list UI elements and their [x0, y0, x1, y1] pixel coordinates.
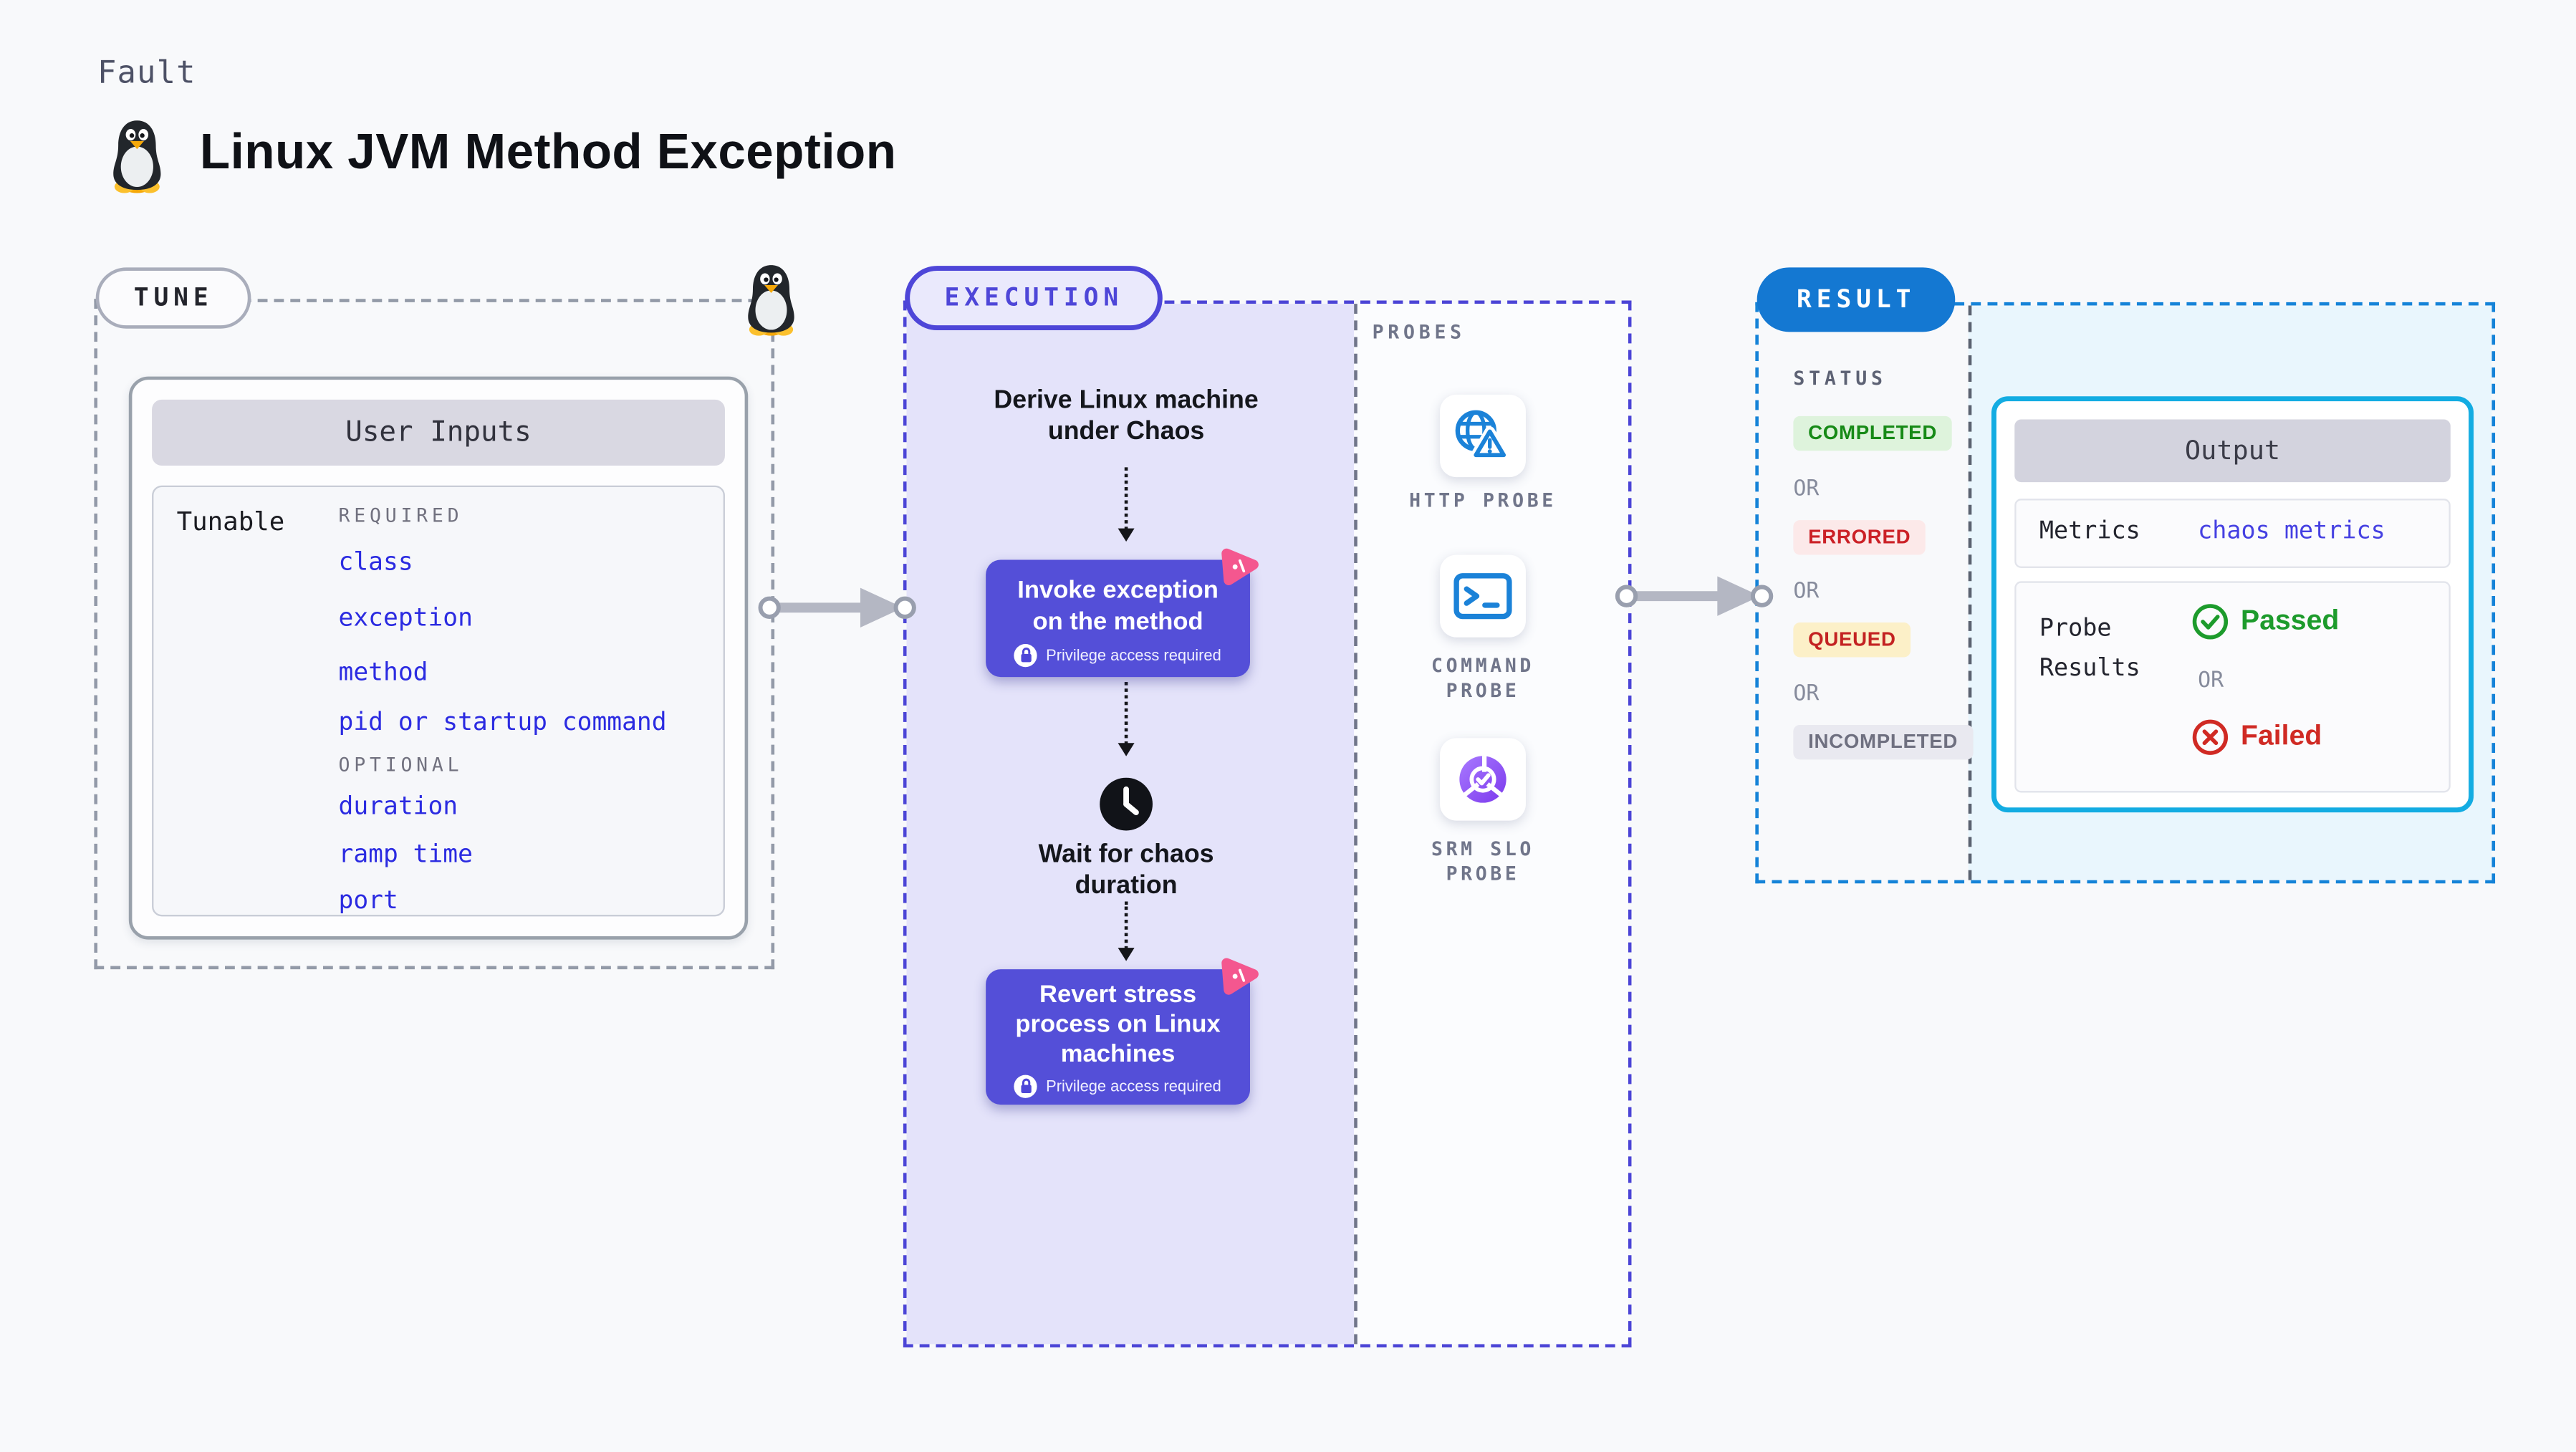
probes-label: PROBES — [1372, 320, 1466, 344]
command-probe-label: COMMAND PROBE — [1431, 653, 1535, 701]
status-badge-completed: COMPLETED — [1793, 415, 1952, 451]
privilege-badge-text: Privilege access required — [1046, 646, 1221, 665]
tux-penguin-icon — [113, 120, 161, 193]
status-badge-incompleted: INCOMPLETED — [1793, 724, 1973, 760]
tunable-link-port[interactable]: port — [338, 885, 398, 915]
metrics-row: Metrics chaos metrics — [2014, 499, 2451, 568]
flow-arrow-3 — [1118, 901, 1135, 961]
passed-check-icon — [2192, 604, 2229, 640]
tunable-link-duration[interactable]: duration — [338, 791, 458, 821]
user-inputs-title: User Inputs — [152, 399, 725, 466]
tunables-table: Tunable REQUIRED class exception method … — [152, 485, 725, 917]
execution-pill: EXECUTION — [905, 266, 1163, 331]
tux-penguin-corner-icon — [748, 265, 794, 336]
tunable-row-label: Tunable — [176, 506, 285, 537]
tunable-link-class[interactable]: class — [338, 546, 413, 577]
slo-pie-check-icon — [1459, 756, 1506, 803]
tunable-link-ramp-time[interactable]: ramp time — [338, 839, 473, 869]
failed-label: Failed — [2241, 720, 2322, 751]
or-label-output: OR — [2198, 668, 2224, 694]
chaos-experiment-icon — [1221, 548, 1259, 586]
action-revert-title: Revert stress process on Linux machines — [1015, 981, 1221, 1069]
or-label-2: OR — [1793, 580, 1820, 605]
probe-results-label: Probe Results — [2039, 615, 2140, 683]
user-inputs-card: User Inputs Tunable REQUIRED class excep… — [128, 376, 749, 940]
passed-label: Passed — [2241, 604, 2340, 636]
action-revert-stress: Revert stress process on Linux machines … — [986, 969, 1250, 1105]
action-invoke-title: Invoke exception on the method — [1017, 576, 1219, 635]
srm-slo-probe-card[interactable] — [1440, 738, 1526, 821]
probes-area — [1354, 304, 1628, 1345]
optional-group-label: OPTIONAL — [338, 753, 463, 777]
chaos-experiment-icon-2 — [1221, 958, 1259, 995]
tune-to-execution-arrow — [758, 587, 916, 628]
tunable-link-pid[interactable]: pid or startup command — [338, 706, 667, 737]
output-title: Output — [2014, 419, 2451, 483]
lock-icon-2 — [1014, 1074, 1038, 1098]
status-badge-errored: ERRORED — [1793, 520, 1926, 555]
probe-results-row: Probe Results Passed OR Failed — [2014, 581, 2451, 793]
required-group-label: REQUIRED — [338, 504, 463, 527]
failed-x-icon — [2192, 719, 2229, 755]
fault-kicker: Fault — [97, 54, 196, 91]
flow-arrow-2 — [1118, 682, 1135, 756]
tunable-link-exception[interactable]: exception — [338, 602, 473, 633]
globe-alert-icon — [1455, 410, 1509, 461]
tune-section-box — [94, 299, 775, 970]
output-card: Output Metrics chaos metrics Probe Resul… — [1991, 396, 2474, 813]
or-label-3: OR — [1793, 682, 1820, 707]
status-label: STATUS — [1793, 366, 1887, 390]
http-probe-label: HTTP PROBE — [1409, 489, 1557, 512]
tunable-link-method[interactable]: method — [338, 657, 428, 687]
probes-to-result-arrow — [1615, 576, 1774, 616]
page-title: Linux JVM Method Exception — [199, 125, 897, 181]
http-probe-card[interactable] — [1440, 394, 1526, 478]
flow-arrow-1 — [1118, 467, 1135, 542]
privilege-badge: Privilege access required — [986, 644, 1250, 668]
tune-pill: TUNE — [95, 267, 251, 329]
terminal-icon — [1453, 573, 1512, 620]
action-invoke-exception: Invoke exception on the method Privilege… — [986, 559, 1250, 678]
or-label-1: OR — [1793, 477, 1820, 502]
lock-icon — [1014, 644, 1038, 668]
step-wait-label: Wait for chaos duration — [1038, 840, 1214, 900]
status-badge-queued: QUEUED — [1793, 622, 1911, 658]
result-pill: RESULT — [1756, 267, 1956, 332]
metrics-value-link[interactable]: chaos metrics — [2198, 518, 2385, 545]
step-derive-label: Derive Linux machine under Chaos — [994, 386, 1259, 446]
srm-slo-probe-label: SRM SLO PROBE — [1431, 837, 1535, 885]
privilege-badge-2: Privilege access required — [986, 1074, 1250, 1098]
clock-icon — [1100, 777, 1153, 831]
metrics-label: Metrics — [2039, 518, 2140, 545]
command-probe-card[interactable] — [1440, 554, 1526, 638]
privilege-badge-text-2: Privilege access required — [1046, 1077, 1221, 1096]
